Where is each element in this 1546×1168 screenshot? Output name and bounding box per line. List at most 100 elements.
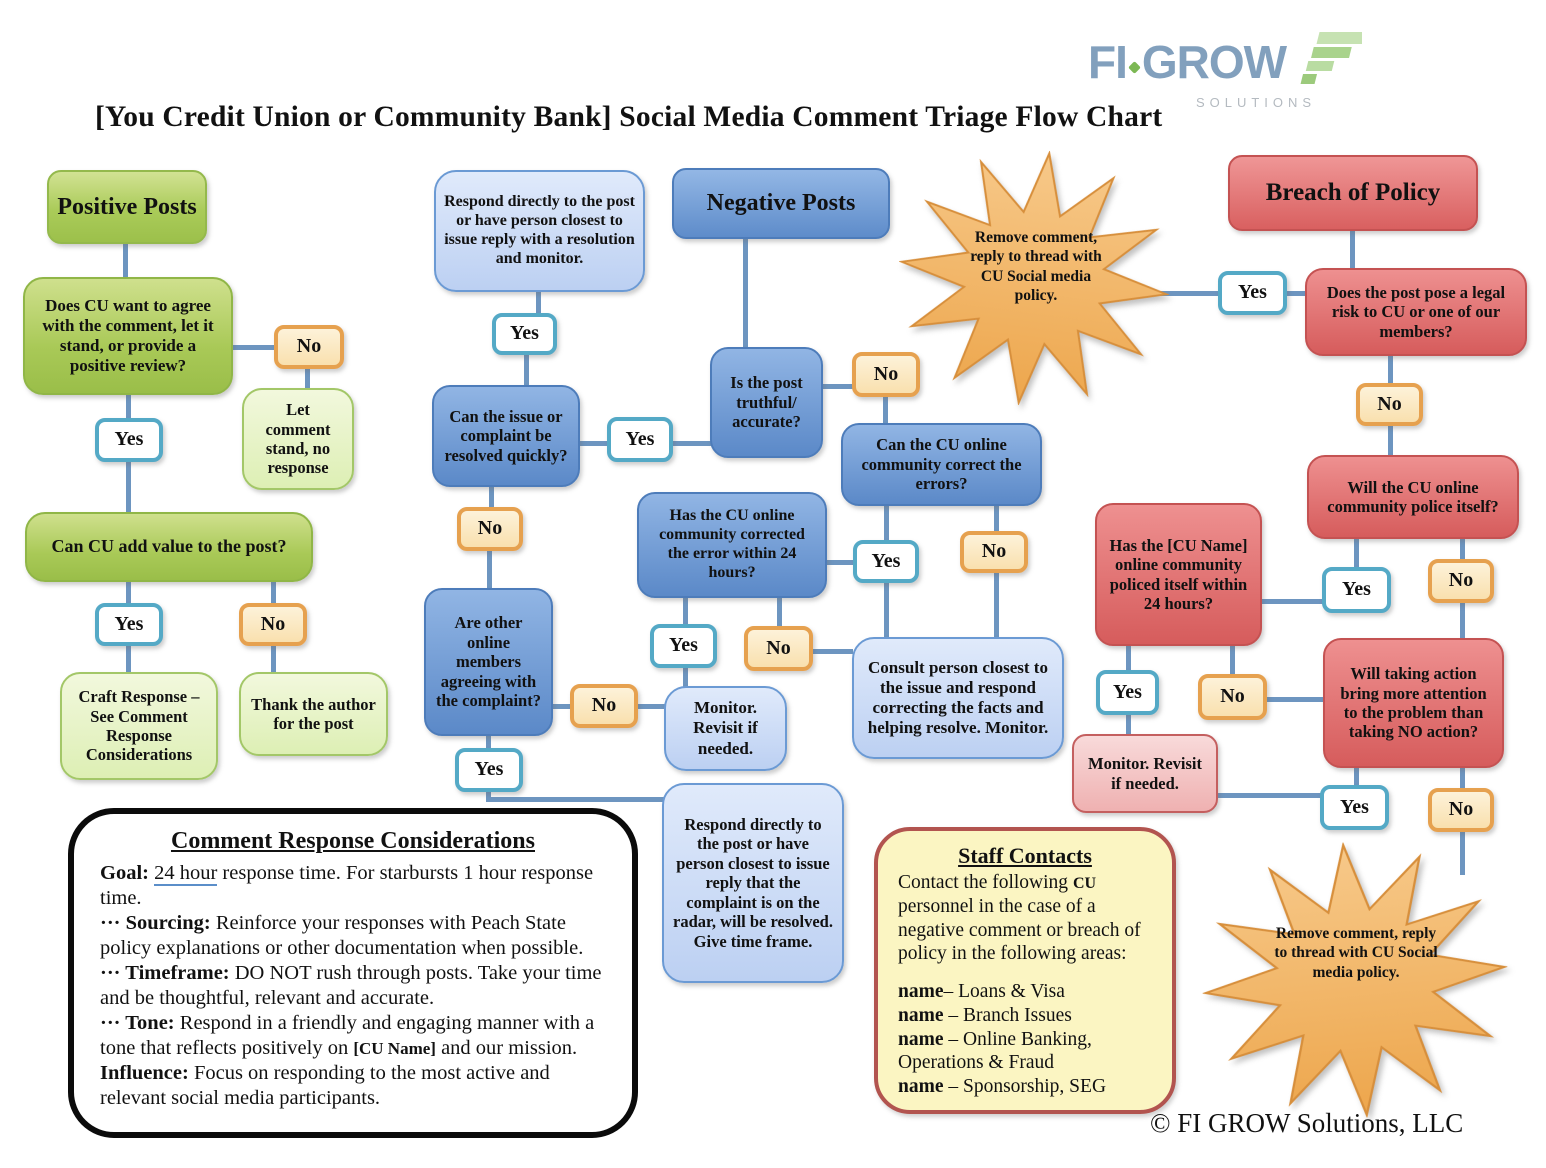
comment-response-considerations-box: Comment Response Considerations Goal: 24…	[68, 808, 638, 1138]
positive-posts-header: Positive Posts	[47, 170, 207, 244]
connector	[994, 505, 999, 533]
logo-dot-icon	[1128, 61, 1141, 74]
connector	[1262, 599, 1348, 604]
connector	[1126, 645, 1131, 671]
connector	[777, 597, 782, 627]
figrow-logo: FI GROW SOLUTIONS	[1088, 30, 1372, 110]
contact-role: – Sponsorship, SEG	[943, 1076, 1107, 1098]
monitor-revisit-pink: Monitor. Revisit if needed.	[1072, 734, 1218, 813]
connector	[1266, 697, 1324, 702]
legal-yes-chip: Yes	[1218, 271, 1287, 315]
goal-label: Goal:	[100, 862, 149, 884]
contact-name: name	[898, 1076, 944, 1098]
connector	[637, 704, 665, 709]
logo-grow-text: GROW	[1141, 35, 1287, 88]
positive-q-value: Can CU add value to the post?	[25, 512, 313, 582]
correct-yes-chip: Yes	[853, 540, 919, 583]
correct-no-chip: No	[960, 531, 1028, 573]
attention-no-chip: No	[1428, 788, 1494, 832]
respond-radar-box: Respond directly to the post or have per…	[662, 783, 844, 983]
starburst-top-text: Remove comment, reply to thread with CU …	[970, 229, 1102, 305]
influence-label: Influence:	[100, 1062, 189, 1084]
connector	[884, 505, 889, 542]
positive-value-yes-chip: Yes	[95, 603, 163, 646]
connector	[486, 735, 491, 750]
staff-contact-row: name – Online Banking, Operations & Frau…	[898, 1028, 1152, 1076]
connector	[552, 704, 571, 709]
q-community-police: Will the CU online community police itse…	[1307, 455, 1519, 539]
connector	[305, 369, 310, 390]
connector	[1150, 793, 1322, 798]
copyright-text: © FI GROW Solutions, LLC	[1150, 1108, 1464, 1138]
breach-policy-header: Breach of Policy	[1228, 155, 1478, 231]
staff-contact-row: name– Loans & Visa	[898, 980, 1152, 1004]
connector	[486, 790, 491, 802]
connector	[271, 581, 276, 607]
connector	[1388, 355, 1393, 384]
q-members-agreeing: Are other online members agreeing with t…	[424, 588, 553, 736]
connector	[1388, 424, 1393, 456]
connector	[1354, 766, 1359, 786]
considerations-body: Goal: 24 hour response time. For starbur…	[100, 861, 606, 1111]
connector	[1230, 645, 1235, 675]
contact-name: name	[898, 1028, 944, 1050]
considerations-title: Comment Response Considerations	[170, 828, 535, 854]
policed24-yes-chip: Yes	[1096, 670, 1159, 715]
corrected24-yes-chip: Yes	[650, 624, 717, 668]
connector	[1354, 538, 1359, 568]
connector	[884, 582, 889, 638]
contact-role: – Branch Issues	[943, 1004, 1072, 1026]
resolution-yes-chip: Yes	[492, 313, 557, 355]
q-legal-risk: Does the post pose a legal risk to CU or…	[1305, 268, 1527, 356]
connector	[1460, 602, 1465, 639]
connector	[126, 581, 131, 607]
connector	[487, 550, 492, 590]
tone-text-post: and our mission.	[435, 1037, 578, 1059]
negative-posts-header: Negative Posts	[672, 168, 890, 239]
logo-solutions-text: SOLUTIONS	[1195, 95, 1317, 110]
q-policed-24h: Has the [CU Name] online community polic…	[1095, 503, 1262, 646]
connector	[672, 441, 711, 446]
consult-person-box: Consult person closest to the issue and …	[852, 637, 1064, 759]
logo-fi-text: FI	[1088, 35, 1128, 88]
q-resolved-quickly: Can the issue or complaint be resolved q…	[432, 385, 580, 487]
connector	[1350, 229, 1355, 269]
connector	[126, 645, 131, 674]
connector	[683, 666, 688, 688]
staff-contact-row: name – Branch Issues	[898, 1004, 1152, 1028]
contact-name: name	[898, 981, 944, 1003]
resolved-no-chip: No	[457, 507, 523, 551]
connector	[271, 645, 276, 674]
staff-contacts-title: Staff Contacts	[958, 843, 1092, 868]
logo-bars-icon	[1288, 30, 1372, 93]
starburst-bottom-text: Remove comment, reply to thread with CU …	[1274, 925, 1438, 981]
policed24-no-chip: No	[1198, 674, 1267, 720]
connector	[743, 239, 748, 349]
positive-value-no-chip: No	[239, 603, 307, 646]
connector	[489, 487, 494, 509]
q-community-correct: Can the CU online community correct the …	[841, 423, 1042, 506]
timeframe-text: DO NOT rush through posts. Take your tim…	[100, 962, 602, 1009]
influence-text: Focus on responding to the most active a…	[100, 1062, 550, 1109]
timeframe-label: ··· Timeframe:	[100, 962, 230, 984]
connector	[126, 395, 131, 422]
respond-resolution-box: Respond directly to the post or have per…	[434, 170, 645, 292]
sourcing-text: Reinforce your responses with Peach Stat…	[100, 912, 584, 959]
connector	[827, 560, 854, 565]
legal-no-chip: No	[1356, 383, 1423, 426]
positive-let-stand: Let comment stand, no response	[242, 388, 354, 490]
positive-thank-author: Thank the author for the post	[239, 672, 388, 756]
staff-contact-row: name – Sponsorship, SEG	[898, 1075, 1152, 1099]
connector	[1460, 766, 1465, 789]
connector	[233, 345, 274, 350]
police-no-chip: No	[1428, 559, 1494, 603]
agreeing-no-chip: No	[570, 684, 638, 728]
connector	[1286, 291, 1306, 296]
staff-intro-cu: CU	[1072, 875, 1097, 892]
connector	[123, 243, 128, 279]
starburst-top: Remove comment, reply to thread with CU …	[897, 149, 1171, 407]
staff-intro-pre: Contact the following	[898, 872, 1073, 893]
corrected24-no-chip: No	[744, 626, 813, 671]
goal-text: response time. For starbursts 1 hour res…	[100, 862, 594, 909]
tone-text-pre: Respond in a friendly and engaging manne…	[100, 1012, 595, 1059]
